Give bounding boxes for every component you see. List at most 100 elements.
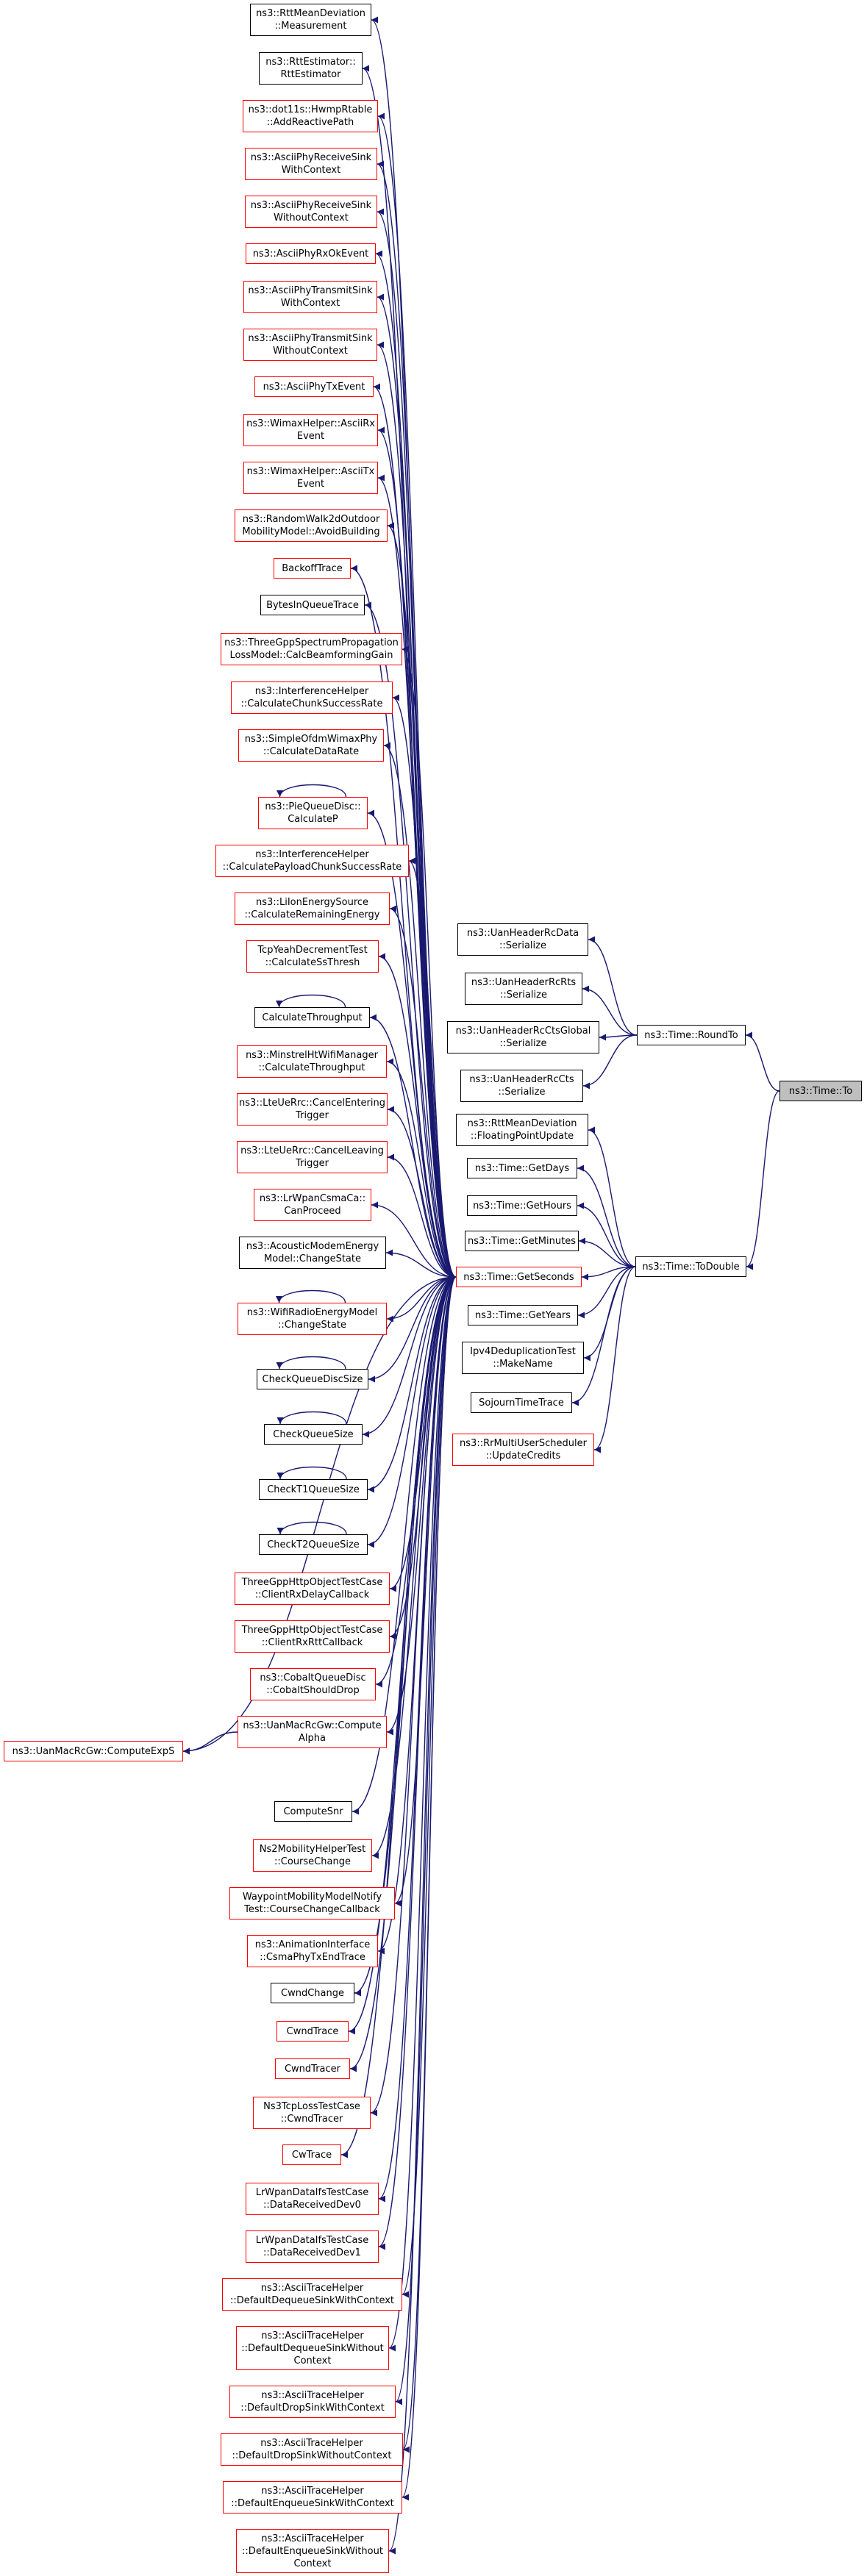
node-randomwalk[interactable]: ns3::RandomWalk2dOutdoor MobilityModel::…: [235, 509, 388, 542]
node-ascii-deq-with[interactable]: ns3::AsciiTraceHelper ::DefaultDequeueSi…: [222, 2278, 402, 2311]
node-simpleofdm[interactable]: ns3::SimpleOfdmWimaxPhy ::CalculateDataR…: [238, 729, 384, 762]
edge-lrwpan-csma-to-getseconds: [371, 1201, 457, 1278]
node-interf-payload[interactable]: ns3::InterferenceHelper ::CalculatePaylo…: [215, 845, 409, 877]
node-cwndtracer[interactable]: CwndTracer: [275, 2058, 350, 2079]
edge-rttmean-fpu-to-todouble: [588, 1126, 636, 1267]
edge-pie-to-getseconds: [367, 809, 457, 1278]
edge-calcthroughput-to-calcthroughput: [276, 994, 346, 1008]
node-phytx-without[interactable]: ns3::AsciiPhyTransmitSink WithoutContext: [243, 329, 377, 361]
node-sojourn[interactable]: SojournTimeTrace: [471, 1392, 572, 1413]
edge-getdays-to-todouble: [577, 1164, 636, 1267]
edge-ns2mobility-to-getseconds: [371, 1276, 457, 1859]
node-tcpyeah[interactable]: TcpYeahDecrementTest ::CalculateSsThresh: [246, 940, 379, 973]
node-liion[interactable]: ns3::LiIonEnergySource ::CalculateRemain…: [235, 892, 390, 925]
edge-liion-to-getseconds: [389, 905, 457, 1278]
edge-computesnr-to-getseconds: [352, 1276, 457, 1815]
node-rttmean-measure[interactable]: ns3::RttMeanDeviation ::Measurement: [250, 4, 371, 36]
node-getyears[interactable]: ns3::Time::GetYears: [468, 1305, 578, 1325]
node-wimax-tx[interactable]: ns3::WimaxHelper::AsciiTx Event: [243, 462, 378, 494]
node-threegpp-rxrtt[interactable]: ThreeGppHttpObjectTestCase ::ClientRxRtt…: [235, 1620, 390, 1653]
node-uanmac-expS[interactable]: ns3::UanMacRcGw::ComputeExpS: [4, 1741, 183, 1761]
node-cwndchange[interactable]: CwndChange: [271, 1983, 354, 2003]
node-phytx-with[interactable]: ns3::AsciiPhyTransmitSink WithContext: [243, 281, 377, 313]
node-wifiradio[interactable]: ns3::WifiRadioEnergyModel ::ChangeState: [238, 1303, 387, 1335]
node-rrmulti[interactable]: ns3::RrMultiUserScheduler ::UpdateCredit…: [452, 1434, 594, 1466]
edge-lte-enter-to-getseconds: [387, 1106, 457, 1278]
node-animation[interactable]: ns3::AnimationInterface ::CsmaPhyTxEndTr…: [247, 1935, 378, 1967]
node-checkqd[interactable]: CheckQueueDiscSize: [257, 1369, 368, 1389]
node-lte-enter[interactable]: ns3::LteUeRrc::CancelEntering Trigger: [237, 1093, 388, 1126]
node-checkt1[interactable]: CheckT1QueueSize: [259, 1479, 368, 1500]
edge-getyears-to-todouble: [577, 1266, 636, 1319]
node-ascii-deq-without[interactable]: ns3::AsciiTraceHelper ::DefaultDequeueSi…: [236, 2326, 389, 2370]
node-rttmean-fpu[interactable]: ns3::RttMeanDeviation ::FloatingPointUpd…: [456, 1114, 588, 1146]
node-ascii-drop-with[interactable]: ns3::AsciiTraceHelper ::DefaultDropSinkW…: [229, 2386, 396, 2418]
edge-interf-payload-to-getseconds: [408, 857, 457, 1278]
node-cwndtrace[interactable]: CwndTrace: [276, 2021, 349, 2042]
node-getseconds[interactable]: ns3::Time::GetSeconds: [456, 1267, 582, 1287]
node-computesnr[interactable]: ComputeSnr: [274, 1801, 352, 1822]
node-wimax-rx[interactable]: ns3::WimaxHelper::AsciiRx Event: [243, 414, 378, 446]
edge-ascii-deq-with-to-getseconds: [402, 1276, 457, 2298]
node-phytxevent[interactable]: ns3::AsciiPhyTxEvent: [254, 376, 374, 397]
node-lrwpan-csma[interactable]: ns3::LrWpanCsmaCa:: CanProceed: [254, 1189, 371, 1221]
node-phyrxok[interactable]: ns3::AsciiPhyRxOkEvent: [246, 243, 376, 264]
node-threegpp-rxdelay[interactable]: ThreeGppHttpObjectTestCase ::ClientRxDel…: [235, 1573, 390, 1605]
edge-ascii-enq-with-to-getseconds: [402, 1276, 457, 2501]
node-ascii-enq-with[interactable]: ns3::AsciiTraceHelper ::DefaultEnqueueSi…: [223, 2481, 402, 2514]
edge-checkt1-to-checkt1: [276, 1466, 347, 1480]
edge-uanmac-expS-to-getseconds: [182, 1276, 457, 1755]
edge-uan-rccts-to-roundto: [582, 1034, 638, 1090]
node-uanmac-alpha[interactable]: ns3::UanMacRcGw::Compute Alpha: [238, 1716, 387, 1748]
node-dot11s[interactable]: ns3::dot11s::HwmpRtable ::AddReactivePat…: [243, 100, 378, 132]
edge-roundto-to-timeto: [745, 1031, 780, 1092]
edge-wifiradio-to-wifiradio: [276, 1289, 346, 1303]
node-todouble[interactable]: ns3::Time::ToDouble: [635, 1256, 746, 1277]
edge-uan-rcdata-to-roundto: [588, 936, 638, 1036]
node-checkt2[interactable]: CheckT2QueueSize: [259, 1534, 368, 1555]
node-rttest[interactable]: ns3::RttEstimator:: RttEstimator: [259, 52, 363, 85]
node-cwtrace[interactable]: CwTrace: [282, 2144, 341, 2165]
node-ns2mobility[interactable]: Ns2MobilityHelperTest ::CourseChange: [253, 1839, 372, 1872]
edge-cwndtracer-to-getseconds: [349, 1276, 457, 2072]
edge-checkqd-to-checkqd: [276, 1356, 346, 1370]
node-bytesinqueue[interactable]: BytesInQueueTrace: [260, 595, 365, 615]
node-timeto[interactable]: ns3::Time::To: [779, 1081, 862, 1101]
node-lrwpan-dev0[interactable]: LrWpanDataIfsTestCase ::DataReceivedDev0: [246, 2183, 379, 2215]
node-waypoint[interactable]: WaypointMobilityModelNotify Test::Course…: [229, 1887, 395, 1920]
node-roundto[interactable]: ns3::Time::RoundTo: [637, 1025, 746, 1045]
edge-simpleofdm-to-getseconds: [383, 742, 457, 1278]
node-pie[interactable]: ns3::PieQueueDisc:: CalculateP: [258, 797, 368, 829]
node-lrwpan-dev1[interactable]: LrWpanDataIfsTestCase ::DataReceivedDev1: [246, 2230, 379, 2263]
node-phyrecv-with[interactable]: ns3::AsciiPhyReceiveSink WithContext: [245, 148, 377, 180]
edge-checkt2-to-checkt2: [276, 1521, 347, 1535]
edge-rrmulti-to-todouble: [593, 1266, 636, 1453]
node-backoff[interactable]: BackoffTrace: [274, 558, 351, 579]
node-getminutes[interactable]: ns3::Time::GetMinutes: [465, 1231, 579, 1251]
node-uan-rcdata[interactable]: ns3::UanHeaderRcData ::Serialize: [457, 923, 588, 956]
node-interf-chunk[interactable]: ns3::InterferenceHelper ::CalculateChunk…: [231, 681, 393, 714]
node-uan-ctsglobal[interactable]: ns3::UanHeaderRcCtsGlobal ::Serialize: [447, 1021, 599, 1053]
node-threegpp-spectrum[interactable]: ns3::ThreeGppSpectrumPropagation LossMod…: [221, 633, 402, 665]
node-minstrel[interactable]: ns3::MinstrelHtWifiManager ::CalculateTh…: [237, 1045, 387, 1078]
edge-pie-to-pie: [276, 784, 347, 798]
node-ascii-drop-without[interactable]: ns3::AsciiTraceHelper ::DefaultDropSinkW…: [221, 2433, 403, 2466]
edge-lte-leave-to-getseconds: [387, 1153, 457, 1278]
edge-checkq-to-getseconds: [362, 1276, 457, 1438]
node-phyrecv-without[interactable]: ns3::AsciiPhyReceiveSink WithoutContext: [245, 196, 377, 228]
node-lte-leave[interactable]: ns3::LteUeRrc::CancelLeaving Trigger: [237, 1141, 388, 1173]
node-calcthroughput[interactable]: CalculateThroughput: [254, 1007, 370, 1028]
node-uan-rccts[interactable]: ns3::UanHeaderRcCts ::Serialize: [460, 1070, 583, 1102]
node-ascii-enq-without[interactable]: ns3::AsciiTraceHelper ::DefaultEnqueueSi…: [236, 2529, 389, 2573]
edge-ns3tcploss-to-getseconds: [370, 1276, 457, 2117]
node-acoustic[interactable]: ns3::AcousticModemEnergy Model::ChangeSt…: [239, 1237, 386, 1269]
node-cobalt[interactable]: ns3::CobaltQueueDisc ::CobaltShouldDrop: [250, 1668, 376, 1700]
node-ipv4dedup[interactable]: Ipv4DeduplicationTest ::MakeName: [462, 1342, 584, 1374]
node-ns3tcploss[interactable]: Ns3TcpLossTestCase ::CwndTracer: [253, 2097, 371, 2129]
node-getdays[interactable]: ns3::Time::GetDays: [467, 1158, 577, 1178]
node-uan-rcrts[interactable]: ns3::UanHeaderRcRts ::Serialize: [465, 973, 582, 1005]
node-checkq[interactable]: CheckQueueSize: [264, 1424, 363, 1445]
node-gethours[interactable]: ns3::Time::GetHours: [467, 1195, 577, 1216]
